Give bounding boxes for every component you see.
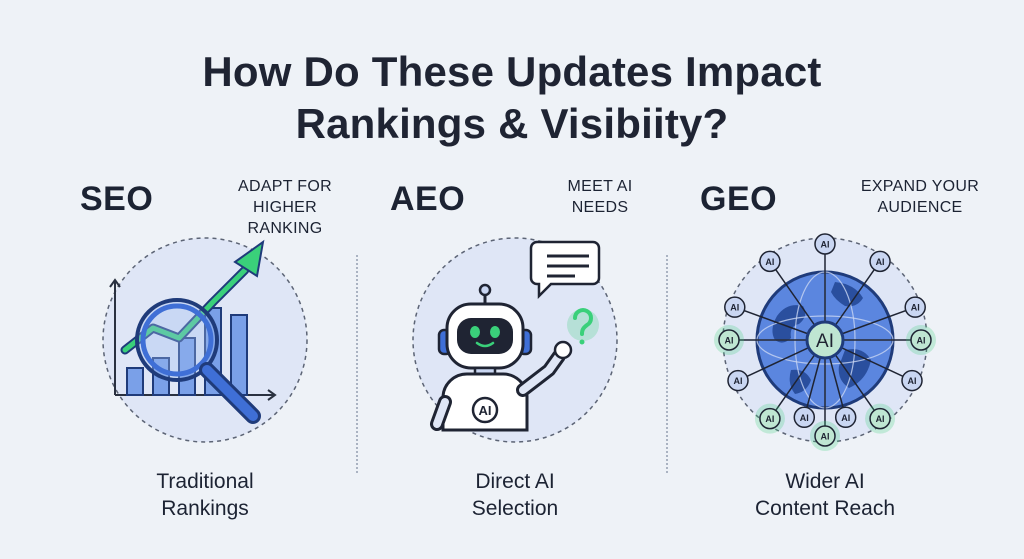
geo-caption: Wider AI Content Reach [675,468,975,522]
ai-node-label: AI [917,336,926,346]
ai-node-label: AI [908,376,917,386]
aeo-tagline: MEET AI NEEDS [545,176,655,218]
seo-caption-line-2: Rankings [161,497,249,520]
ai-node: AI [714,325,744,355]
aeo-column: AEO MEET AI NEEDS [365,170,665,530]
aeo-tagline-line-1: MEET AI [567,178,633,195]
ai-node: AI [865,403,896,434]
ai-node: AI [793,406,816,429]
ai-hub-label: AI [816,331,834,352]
ai-node: AI [759,250,781,273]
title-line-2: Rankings & Visibiity? [295,100,729,147]
ai-node-label: AI [876,257,885,267]
geo-caption-line-1: Wider AI [785,470,865,493]
seo-tagline-line-1: ADAPT FOR [238,178,332,195]
aeo-caption: Direct AI Selection [365,468,665,522]
geo-tagline: EXPAND YOUR AUDIENCE [850,176,990,218]
ai-node-label: AI [841,413,850,423]
ai-node: AI [810,421,840,451]
column-divider-1 [356,255,358,473]
column-divider-2 [666,255,668,473]
seo-tagline: ADAPT FOR HIGHER RANKING [215,176,355,239]
robot-badge-label: AI [479,403,492,418]
geo-tagline-line-1: EXPAND YOUR [860,178,980,195]
ai-node: AI [904,296,926,318]
ai-node: AI [754,403,785,434]
question-mark-icon [567,308,599,345]
ai-node-label: AI [733,376,742,386]
geo-label: GEO [700,180,778,218]
ai-node-label: AI [911,303,920,313]
seo-label: SEO [80,180,154,218]
seo-caption: Traditional Rankings [55,468,355,522]
geo-caption-line-2: Content Reach [754,497,896,520]
ai-node: AI [727,369,749,392]
ai-node: AI [906,325,936,355]
ai-node-label: AI [765,414,774,424]
ai-node: AI [814,233,836,255]
ai-node: AI [869,250,891,273]
ai-node: AI [724,296,746,318]
ai-node-label: AI [821,240,830,250]
ai-node-label: AI [765,257,774,267]
globe-network-icon: AI AI AI AI AI AI AI AI AI AI AI AI AI AI AI [714,230,936,451]
ai-network: AI AI AI AI AI AI AI AI AI AI AI AI AI AI [714,233,936,451]
seo-column: SEO ADAPT FOR HIGHER RANKING [55,170,355,530]
page-title: How Do These Updates Impact Rankings & V… [0,46,1024,150]
aeo-caption-line-1: Direct AI [475,470,555,493]
title-line-1: How Do These Updates Impact [202,48,822,95]
ai-node: AI [901,369,923,392]
aeo-label: AEO [390,180,466,218]
seo-tagline-line-2: HIGHER RANKING [247,199,323,237]
geo-tagline-line-2: AUDIENCE [877,199,963,216]
aeo-caption-line-2: Selection [471,497,559,520]
aeo-tagline-line-2: NEEDS [571,199,629,216]
ai-node-label: AI [876,414,885,424]
ai-node-label: AI [725,336,734,346]
ai-node-label: AI [821,432,830,442]
seo-caption-line-1: Traditional [156,470,254,493]
ai-node: AI [834,406,857,429]
growth-chart-magnifier-icon [95,230,315,450]
speech-bubble-icon [529,240,601,300]
ai-node-label: AI [730,303,739,313]
ai-node-label: AI [800,413,809,423]
ai-robot-icon: AI [405,230,625,450]
